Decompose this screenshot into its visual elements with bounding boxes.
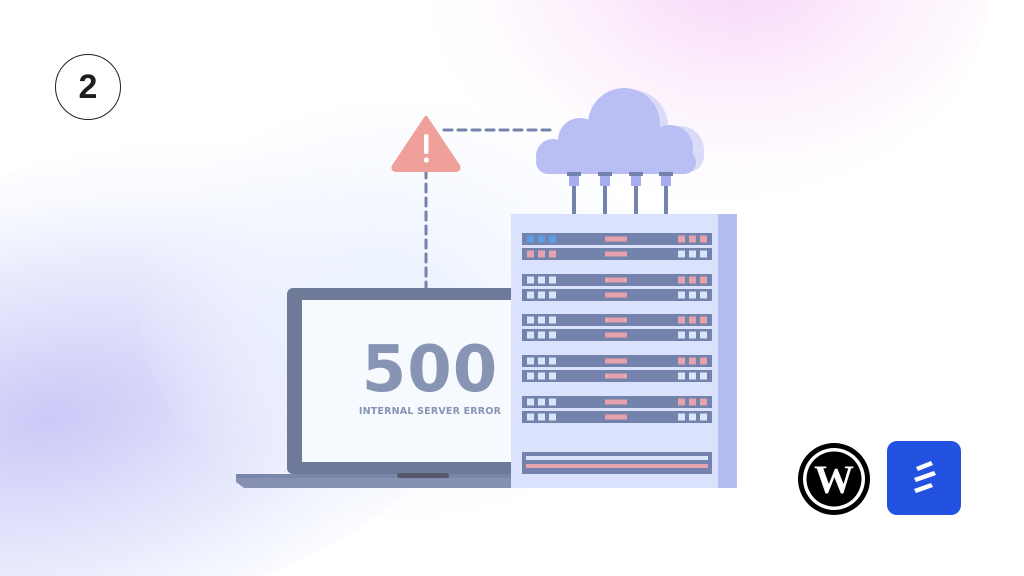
- svg-text:W: W: [814, 457, 854, 502]
- wordpress-logo: W: [798, 443, 870, 515]
- step-number: 2: [78, 67, 98, 106]
- error-screen: 500 INTERNAL SERVER ERROR: [340, 338, 520, 417]
- server-rack-icon: [511, 214, 737, 488]
- brand-logo: [887, 441, 961, 515]
- error-code: 500: [361, 333, 499, 407]
- laptop-icon: [236, 288, 620, 488]
- warning-triangle-icon: [391, 116, 461, 172]
- brand-stripes-icon: [914, 461, 936, 493]
- error-message: INTERNAL SERVER ERROR: [358, 406, 502, 417]
- dashed-connector: [424, 128, 558, 290]
- cloud-connectors: [567, 172, 673, 214]
- step-number-badge: 2: [55, 54, 121, 120]
- cloud-icon: [536, 88, 704, 214]
